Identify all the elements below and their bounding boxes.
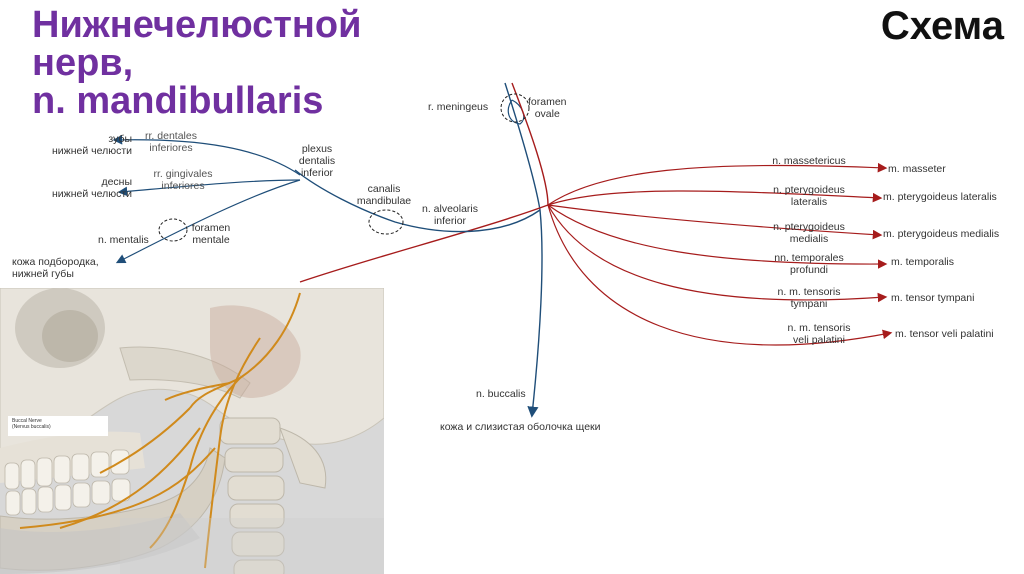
trunk-motor-line xyxy=(511,82,549,206)
page-title: Нижнечелюстной нерв, n. mandibullaris xyxy=(32,6,361,120)
label-nerve-masseter: n. massetericus xyxy=(772,155,846,167)
gingivales-line xyxy=(117,179,301,197)
label-muscle-tympani: m. tensor tympani xyxy=(891,292,975,304)
label-muscle-pterygoid-lat: m. pterygoideus lateralis xyxy=(883,191,997,203)
anatomy-image: Buccal Nerve (Nervus buccalis) xyxy=(0,288,384,574)
branch-pterygoid-med-line xyxy=(547,204,883,240)
label-muscle-temporalis: m. temporalis xyxy=(891,256,955,268)
label-muscle-veli: m. tensor veli palatini xyxy=(895,328,994,340)
title-line-1: Нижнечелюстной xyxy=(32,4,362,46)
label-mentalis: n. mentalis xyxy=(98,234,149,246)
alveolaris-line xyxy=(294,169,541,233)
dentales-line xyxy=(112,135,301,176)
label-meningeus: r. meningeus xyxy=(428,101,489,113)
label-muscle-masseter: m. masseter xyxy=(888,163,946,175)
label-chin-skin: кожа подбородка,нижней губы xyxy=(12,256,99,280)
title-line-3: n. mandibullaris xyxy=(32,80,324,122)
trunk-sensory-line xyxy=(504,82,543,418)
scheme-heading: Схема xyxy=(880,4,1004,48)
meningeal-branch-line xyxy=(507,99,525,125)
label-cheek: кожа и слизистая оболочка щеки xyxy=(440,421,601,433)
branch-masseter-line xyxy=(547,162,888,206)
foramen-mentale-marker xyxy=(158,218,188,242)
branch-pterygoid-lat-line xyxy=(547,190,883,206)
branch-veli-line xyxy=(547,204,893,346)
motor-branch-left-line xyxy=(299,204,549,283)
title-line-2: нерв, xyxy=(32,42,134,84)
branch-tympani-line xyxy=(547,204,888,303)
label-buccalis: n. buccalis xyxy=(476,388,526,400)
mentalis-line xyxy=(115,179,301,264)
foramen-ovale-marker xyxy=(500,93,530,123)
photo-caption: Buccal Nerve (Nervus buccalis) xyxy=(8,416,108,436)
canalis-marker xyxy=(368,209,404,235)
branch-temporalis-line xyxy=(547,204,888,269)
label-muscle-pterygoid-med: m. pterygoideus medialis xyxy=(883,228,1000,240)
